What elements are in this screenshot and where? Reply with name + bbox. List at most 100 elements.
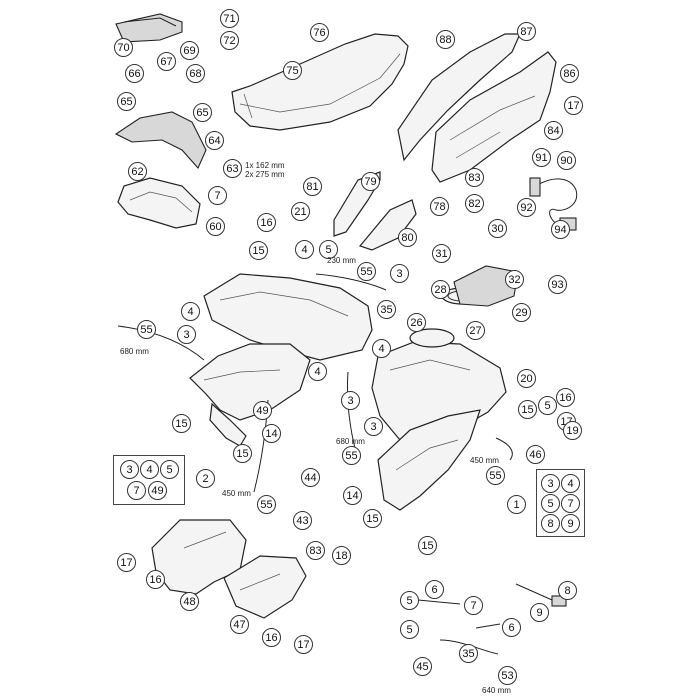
callout[interactable]: 79	[361, 172, 380, 191]
callout[interactable]: 60	[206, 217, 225, 236]
callout[interactable]: 78	[430, 197, 449, 216]
set-item[interactable]: 7	[127, 481, 146, 500]
callout[interactable]: 28	[431, 280, 450, 299]
callout[interactable]: 15	[418, 536, 437, 555]
callout[interactable]: 5	[538, 396, 557, 415]
callout[interactable]: 35	[377, 300, 396, 319]
callout[interactable]: 76	[310, 23, 329, 42]
callout[interactable]: 62	[128, 162, 147, 181]
callout[interactable]: 65	[193, 103, 212, 122]
callout[interactable]: 27	[466, 321, 485, 340]
set-item[interactable]: 5	[541, 494, 560, 513]
callout[interactable]: 53	[498, 666, 517, 685]
set-item[interactable]: 3	[120, 460, 139, 479]
callout[interactable]: 15	[233, 444, 252, 463]
callout[interactable]: 55	[137, 320, 156, 339]
callout[interactable]: 5	[400, 620, 419, 639]
callout[interactable]: 92	[517, 198, 536, 217]
callout[interactable]: 30	[488, 219, 507, 238]
set-item[interactable]: 3	[541, 474, 560, 493]
callout[interactable]: 55	[357, 262, 376, 281]
callout[interactable]: 20	[517, 369, 536, 388]
callout[interactable]: 44	[301, 468, 320, 487]
callout[interactable]: 15	[172, 414, 191, 433]
callout[interactable]: 7	[208, 186, 227, 205]
callout[interactable]: 4	[372, 339, 391, 358]
callout[interactable]: 43	[293, 511, 312, 530]
callout[interactable]: 65	[117, 92, 136, 111]
callout[interactable]: 14	[343, 486, 362, 505]
callout[interactable]: 31	[432, 244, 451, 263]
callout[interactable]: 9	[530, 603, 549, 622]
callout[interactable]: 84	[544, 121, 563, 140]
callout[interactable]: 16	[146, 570, 165, 589]
callout[interactable]: 47	[230, 615, 249, 634]
callout[interactable]: 3	[341, 391, 360, 410]
callout[interactable]: 63	[223, 159, 242, 178]
callout[interactable]: 93	[548, 275, 567, 294]
callout[interactable]: 45	[413, 657, 432, 676]
callout[interactable]: 64	[205, 131, 224, 150]
callout[interactable]: 17	[564, 96, 583, 115]
callout[interactable]: 3	[177, 325, 196, 344]
callout[interactable]: 3	[390, 264, 409, 283]
set-item[interactable]: 8	[541, 514, 560, 533]
callout[interactable]: 14	[262, 424, 281, 443]
callout[interactable]: 75	[283, 61, 302, 80]
callout[interactable]: 86	[560, 64, 579, 83]
callout[interactable]: 17	[117, 553, 136, 572]
set-item[interactable]: 4	[140, 460, 159, 479]
callout[interactable]: 15	[363, 509, 382, 528]
callout[interactable]: 16	[262, 628, 281, 647]
callout[interactable]: 69	[180, 41, 199, 60]
callout[interactable]: 17	[294, 635, 313, 654]
callout[interactable]: 15	[518, 400, 537, 419]
callout[interactable]: 5	[400, 591, 419, 610]
callout[interactable]: 49	[253, 401, 272, 420]
callout[interactable]: 6	[425, 580, 444, 599]
callout[interactable]: 80	[398, 228, 417, 247]
callout[interactable]: 19	[563, 421, 582, 440]
callout[interactable]: 21	[291, 202, 310, 221]
callout[interactable]: 4	[295, 240, 314, 259]
callout[interactable]: 4	[181, 302, 200, 321]
callout[interactable]: 94	[551, 220, 570, 239]
callout[interactable]: 32	[505, 270, 524, 289]
callout[interactable]: 66	[125, 64, 144, 83]
callout[interactable]: 7	[464, 596, 483, 615]
callout[interactable]: 91	[532, 148, 551, 167]
set-item[interactable]: 49	[148, 481, 167, 500]
callout[interactable]: 68	[186, 64, 205, 83]
callout[interactable]: 3	[364, 417, 383, 436]
callout[interactable]: 82	[465, 194, 484, 213]
callout[interactable]: 87	[517, 22, 536, 41]
callout[interactable]: 72	[220, 31, 239, 50]
callout[interactable]: 48	[180, 592, 199, 611]
set-item[interactable]: 5	[160, 460, 179, 479]
callout[interactable]: 1	[507, 495, 526, 514]
callout[interactable]: 81	[303, 177, 322, 196]
callout[interactable]: 16	[556, 388, 575, 407]
set-item[interactable]: 4	[561, 474, 580, 493]
callout[interactable]: 15	[249, 241, 268, 260]
callout[interactable]: 83	[306, 541, 325, 560]
callout[interactable]: 8	[558, 581, 577, 600]
callout[interactable]: 55	[342, 446, 361, 465]
callout[interactable]: 55	[257, 495, 276, 514]
callout[interactable]: 88	[436, 30, 455, 49]
callout[interactable]: 29	[512, 303, 531, 322]
set-item[interactable]: 9	[561, 514, 580, 533]
callout[interactable]: 2	[196, 469, 215, 488]
callout[interactable]: 35	[459, 644, 478, 663]
callout[interactable]: 4	[308, 362, 327, 381]
callout[interactable]: 90	[557, 151, 576, 170]
callout[interactable]: 18	[332, 546, 351, 565]
callout[interactable]: 55	[486, 466, 505, 485]
callout[interactable]: 5	[319, 240, 338, 259]
callout[interactable]: 16	[257, 213, 276, 232]
callout[interactable]: 26	[407, 313, 426, 332]
callout[interactable]: 71	[220, 9, 239, 28]
set-item[interactable]: 7	[561, 494, 580, 513]
callout[interactable]: 46	[526, 445, 545, 464]
callout[interactable]: 83	[465, 168, 484, 187]
